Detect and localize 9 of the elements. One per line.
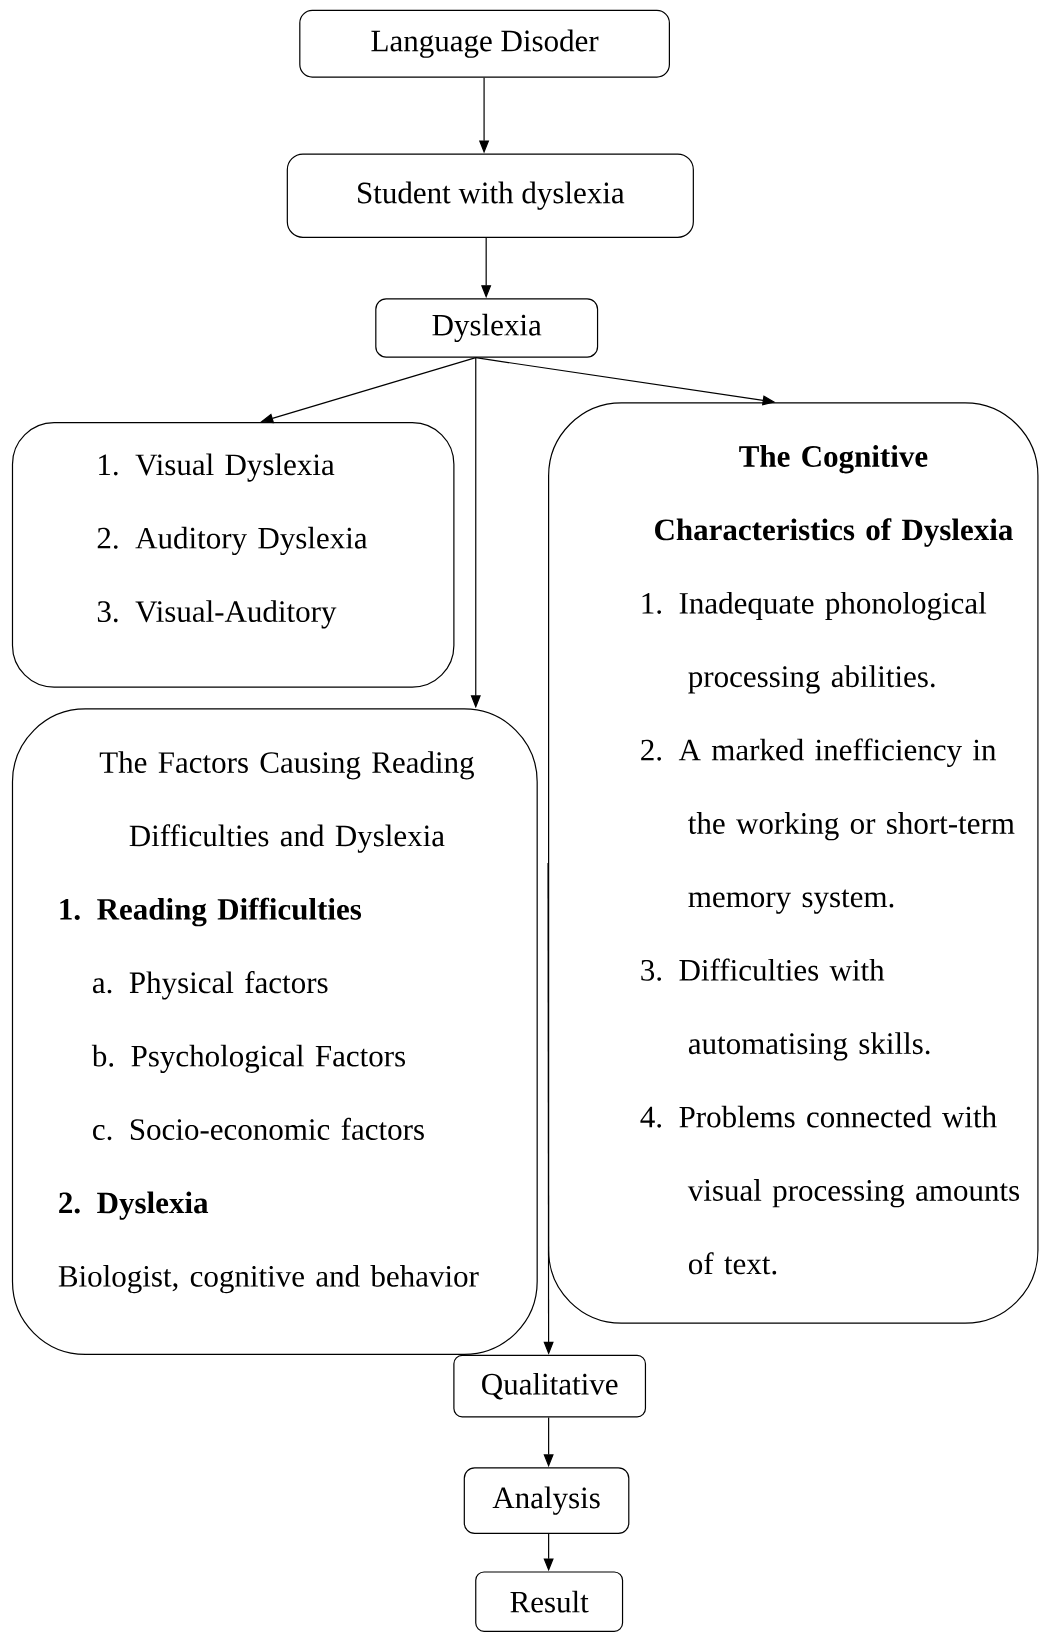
process-box: Language Disoder xyxy=(299,9,670,78)
process-box: Student with dyslexia xyxy=(286,153,694,238)
process-box: Dyslexia xyxy=(375,298,599,358)
process-box: Result xyxy=(475,1571,624,1632)
process-box: Analysis xyxy=(463,1467,630,1535)
process-box: Qualitative xyxy=(453,1354,647,1418)
list-box: 1. Visual Dyslexia 2. Auditory Dyslexia 3. Visual-Auditory xyxy=(11,422,455,688)
text-box: The Cognitive Characteristics of Dyslexia 1. Inadequate phonological processing abilities. 2. A marked inefficiency in the working or short-term memory system. 3. Difficulties with automatising skills. 4. Problems connected with visual processing amounts of text. xyxy=(548,402,1039,1324)
text-box: The Factors Causing Reading Difficulties and Dyslexia 1. Reading Difficulties a. Physical factors b. Psychological Factors c. Socio-economic factors 2. Dyslexia Biologist, cognitive and behavior xyxy=(11,708,538,1355)
